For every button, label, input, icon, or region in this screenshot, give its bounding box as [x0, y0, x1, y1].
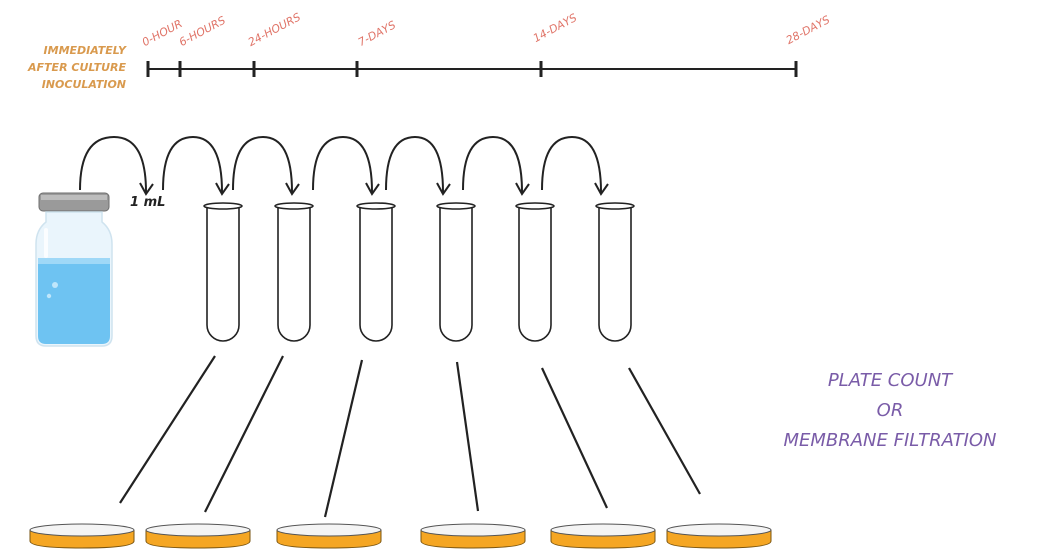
test-tube: [436, 202, 476, 342]
test-tube: [274, 202, 314, 342]
transfer-arrow: [79, 135, 147, 193]
connector-line: [455, 361, 480, 512]
connector-line: [541, 367, 608, 509]
transfer-arrows: [79, 135, 609, 196]
connector-line: [323, 359, 364, 518]
inoculation-label: IMMEDIATELY AFTER CULTURE INOCULATION: [10, 42, 126, 93]
connector-line: [204, 355, 284, 513]
transfer-arrow: [385, 135, 444, 193]
transfer-arrow: [162, 135, 223, 193]
method-label-line: OR: [876, 400, 904, 421]
test-tube: [515, 202, 555, 342]
petri-dish: [29, 523, 135, 549]
test-tubes: [203, 202, 635, 342]
transfer-arrow: [232, 135, 293, 193]
method-label: PLATE COUNT OR MEMBRANE FILTRATION: [745, 366, 1035, 456]
transfer-arrow: [541, 135, 602, 193]
connector-lines: [119, 355, 701, 518]
petri-dish: [276, 523, 382, 549]
test-tube: [356, 202, 396, 342]
connector-line: [628, 367, 701, 495]
connector-line: [119, 355, 216, 504]
petri-dish: [145, 523, 251, 549]
test-tube: [203, 202, 243, 342]
method-label-line: PLATE COUNT: [827, 370, 953, 391]
inoculation-label-line: IMMEDIATELY: [43, 44, 126, 57]
transfer-volume-label: 1 mL: [130, 195, 166, 210]
timeline: [146, 61, 798, 77]
method-label-line: MEMBRANE FILTRATION: [783, 430, 997, 451]
petri-dish: [420, 523, 526, 549]
transfer-arrow: [462, 135, 523, 193]
inoculation-label-line: AFTER CULTURE: [28, 61, 126, 74]
petri-dish: [666, 523, 772, 549]
inoculation-label-line: INOCULATION: [41, 78, 126, 91]
vial-liquid: [38, 262, 110, 344]
stock-vial: [35, 192, 113, 347]
petri-dish: [550, 523, 656, 549]
transfer-arrow: [312, 135, 373, 193]
test-tube: [595, 202, 635, 342]
petri-dishes: [29, 523, 772, 549]
